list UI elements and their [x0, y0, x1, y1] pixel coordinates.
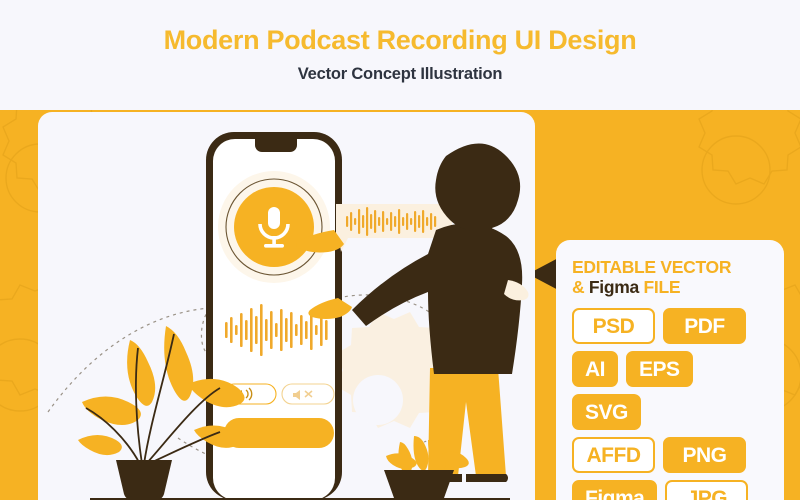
formats-panel: EDITABLE VECTOR & Figma FILE PSD PDF AI …	[556, 240, 784, 500]
format-badge-row: AI EPS SVG	[572, 351, 768, 431]
page-subtitle: Vector Concept Illustration	[297, 65, 503, 84]
format-badge-row: AFFD PNG	[572, 437, 768, 474]
plant-small-leaves	[386, 436, 469, 475]
primary-action-bar	[224, 418, 334, 448]
format-badge-jpg[interactable]: JPG	[665, 480, 749, 500]
character-top	[352, 223, 523, 374]
format-badge-png[interactable]: PNG	[663, 437, 746, 474]
decorative-gear-icon	[336, 312, 452, 428]
ground-line	[90, 498, 510, 500]
format-badge-ai[interactable]: AI	[572, 351, 618, 388]
speech-bubble	[336, 204, 452, 252]
podcast-illustration	[47, 132, 529, 500]
background-gear-icon	[698, 110, 800, 205]
character-hair	[435, 143, 521, 231]
formats-heading-file: FILE	[638, 276, 681, 297]
volume-mute-icon	[293, 390, 313, 400]
formats-heading: EDITABLE VECTOR & Figma FILE	[572, 257, 768, 298]
character-illustration	[296, 143, 529, 482]
character-hand-far	[504, 280, 529, 301]
format-badge-pdf[interactable]: PDF	[663, 308, 746, 345]
format-badge-affd[interactable]: AFFD	[572, 437, 655, 474]
record-button-ring	[225, 178, 323, 276]
format-badge-row: PSD PDF	[572, 308, 768, 345]
character-hand	[296, 230, 344, 253]
character-pants	[428, 368, 506, 476]
phone-mockup	[206, 132, 342, 500]
formats-heading-line-1: EDITABLE VECTOR	[572, 257, 768, 278]
bubble-waveform	[346, 207, 437, 236]
character-shoe	[466, 474, 509, 482]
formats-heading-figma: Figma	[588, 276, 639, 297]
control-mute-button	[281, 383, 335, 405]
format-badge-eps[interactable]: EPS	[626, 351, 693, 388]
screen-waveform	[225, 304, 328, 356]
plant-stems	[85, 333, 221, 465]
plant-small-pot	[384, 470, 454, 500]
formats-heading-editable-vector: EDITABLE VECTOR	[572, 257, 732, 277]
format-badge-figma[interactable]: Figma	[572, 480, 658, 500]
character-hand	[308, 298, 352, 319]
plant-pot	[116, 460, 172, 500]
microphone-icon	[258, 207, 290, 248]
plant-small	[384, 436, 469, 500]
formats-heading-line-2: & Figma FILE	[572, 276, 768, 298]
format-badge-svg[interactable]: SVG	[572, 394, 641, 431]
illustration-card	[38, 112, 535, 500]
format-badge-row: Figma JPG	[572, 480, 768, 500]
page-header: Modern Podcast Recording UI Design Vecto…	[0, 0, 800, 110]
page-title: Modern Podcast Recording UI Design	[163, 24, 637, 55]
format-badge-psd[interactable]: PSD	[572, 308, 655, 345]
formats-heading-ampersand: &	[572, 276, 589, 297]
